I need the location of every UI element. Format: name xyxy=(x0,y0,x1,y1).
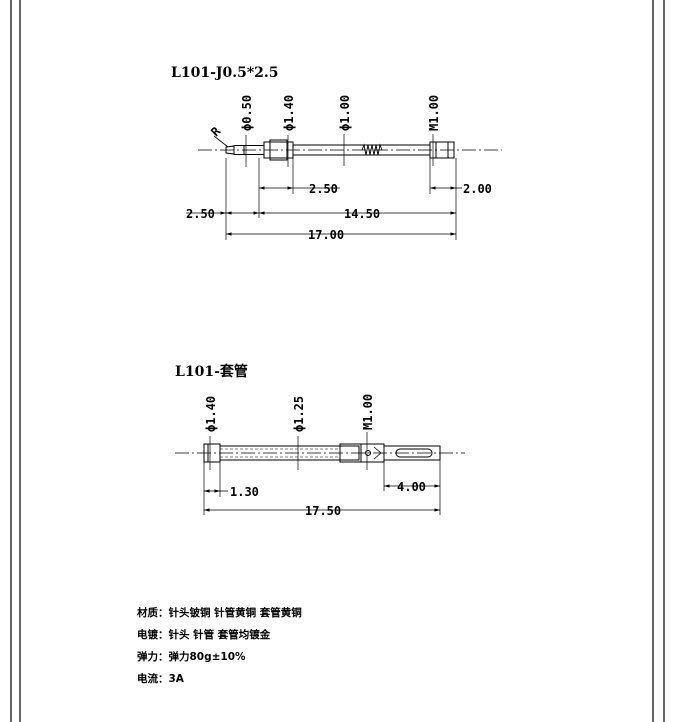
probe-dia-thread: M1.00 xyxy=(427,95,441,131)
socket-dim-total: 17.50 xyxy=(305,504,341,518)
probe-dia-tip: ϕ0.50 xyxy=(240,95,254,131)
note-material: 材质：针头铍铜 针管黄铜 套管黄铜 xyxy=(137,607,302,619)
socket-tube xyxy=(219,445,360,461)
probe-dia-body: ϕ1.00 xyxy=(338,95,352,131)
probe-part-drawing: L101-J0.5*2.5 xyxy=(171,65,502,242)
socket-dia-thread: M1.00 xyxy=(361,394,375,430)
probe-title: L101-J0.5*2.5 xyxy=(171,65,279,81)
spec-notes: 材质：针头铍铜 针管黄铜 套管黄铜 电镀：针头 针管 套管均镀金 弹力：弹力80… xyxy=(137,602,302,690)
probe-thread xyxy=(429,141,455,159)
probe-dim-sleeve-len: 2.50 xyxy=(309,182,338,196)
drawing-frame xyxy=(10,0,665,722)
socket-title: L101-套管 xyxy=(175,363,248,380)
probe-dia-sleeve: ϕ1.40 xyxy=(282,95,296,131)
socket-dia-mid: ϕ1.25 xyxy=(292,396,306,432)
note-current: 电流：3A xyxy=(137,673,184,685)
socket-part-drawing: L101-套管 ϕ1.40 ϕ1.25 M1 xyxy=(175,363,465,518)
socket-dia-left: ϕ1.40 xyxy=(204,396,218,432)
socket-dim-left: 1.30 xyxy=(230,485,259,499)
note-spring-force: 弹力：弹力80g±10% xyxy=(137,651,246,663)
socket-tail xyxy=(383,445,441,461)
probe-dim-thread-len: 2.00 xyxy=(463,182,492,196)
socket-dim-right: 4.00 xyxy=(397,480,426,494)
probe-dim-tip-len: 2.50 xyxy=(186,207,215,221)
probe-label-r: R xyxy=(208,124,224,140)
note-plating: 电镀：针头 针管 套管均镀金 xyxy=(137,629,271,641)
probe-dim-body-len: 14.50 xyxy=(344,207,380,221)
probe-dim-total: 17.00 xyxy=(308,228,344,242)
probe-spring xyxy=(361,143,383,156)
